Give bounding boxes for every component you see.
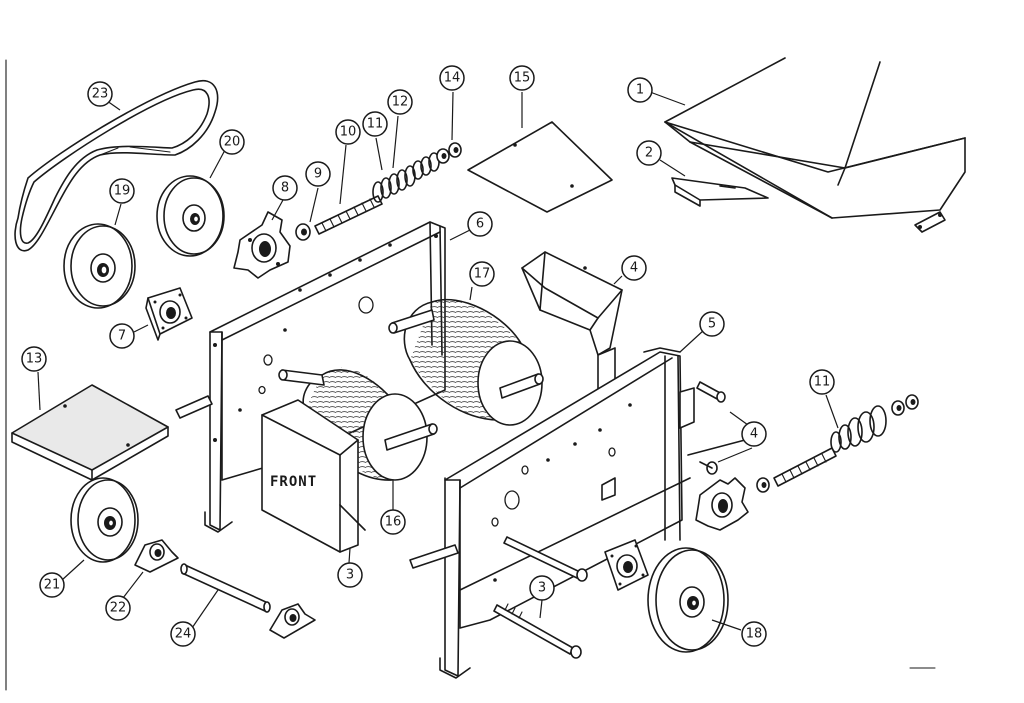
callout-14-label: 14 — [444, 71, 461, 86]
callout-3-bolt-label: 3 — [538, 581, 546, 596]
callout-12: 12 — [387, 89, 413, 115]
callout-9-label: 9 — [314, 167, 322, 182]
callout-20: 20 — [219, 129, 245, 155]
callout-15: 15 — [509, 65, 535, 91]
callout-19: 19 — [109, 178, 135, 204]
callout-6: 6 — [467, 211, 493, 237]
flange-bearing-lower — [604, 539, 649, 591]
shaft-part-24 — [180, 563, 316, 639]
bracket-part-2 — [671, 177, 769, 207]
drum-part-17 — [388, 298, 544, 426]
threaded-rod-part-10 — [314, 195, 383, 235]
callout-16-label: 16 — [385, 515, 402, 530]
callout-10: 10 — [335, 119, 361, 145]
callout-2: 2 — [636, 140, 662, 166]
callout-21: 21 — [39, 572, 65, 598]
nut-part-9 — [295, 223, 311, 241]
callout-12-label: 12 — [392, 95, 409, 110]
callout-1: 1 — [627, 77, 653, 103]
callout-3-front: 3 — [337, 562, 363, 588]
callout-11-lower-label: 11 — [814, 375, 831, 390]
callout-11-lower: 11 — [809, 369, 835, 395]
callout-13: 13 — [21, 346, 47, 372]
pulley-part-19 — [63, 223, 136, 309]
callout-17-label: 17 — [474, 267, 491, 282]
callout-21-label: 21 — [44, 578, 61, 593]
pulley-part-18 — [647, 547, 729, 653]
callout-11-upper: 11 — [362, 111, 388, 137]
callout-7-label: 7 — [118, 329, 126, 344]
callout-8-label: 8 — [281, 181, 289, 196]
callout-4-pin-label: 4 — [750, 427, 758, 442]
pin-part-4 — [696, 381, 726, 475]
cover-plate-part-13 — [11, 384, 169, 481]
nuts-part-14 — [436, 142, 462, 164]
callout-15-label: 15 — [514, 71, 531, 86]
spring-part-11-upper — [372, 165, 416, 203]
callout-2-label: 2 — [645, 146, 653, 161]
callout-13-label: 13 — [26, 352, 43, 367]
callout-14: 14 — [439, 65, 465, 91]
callout-3-bolt: 3 — [529, 575, 555, 601]
callout-18: 18 — [741, 621, 767, 647]
callout-5-label: 5 — [708, 317, 716, 332]
pulley-part-21 — [70, 477, 139, 563]
callout-5: 5 — [699, 311, 725, 337]
callout-9: 9 — [305, 161, 331, 187]
spring-part-12 — [412, 152, 440, 180]
callout-20-label: 20 — [224, 135, 241, 150]
spring-part-11-lower — [756, 394, 919, 493]
callout-16: 16 — [380, 509, 406, 535]
front-label: FRONT — [270, 474, 317, 490]
callout-3-front-label: 3 — [346, 568, 354, 583]
flange-bearing-part-7 — [145, 287, 193, 341]
cover-plate-part-15 — [467, 121, 613, 213]
callout-4-chute-label: 4 — [630, 261, 638, 276]
side-frame-part-5 — [409, 347, 746, 679]
callout-23: 23 — [87, 81, 113, 107]
pulley-part-20 — [156, 175, 225, 257]
callout-7: 7 — [109, 323, 135, 349]
bolt-part-3-upper — [503, 536, 588, 582]
leader-lines — [37, 91, 839, 631]
callout-18-label: 18 — [746, 627, 763, 642]
callout-17: 17 — [469, 261, 495, 287]
hopper-part-1 — [664, 57, 966, 233]
callout-23-label: 23 — [92, 87, 109, 102]
callout-8: 8 — [272, 175, 298, 201]
bearing-housing-lower — [695, 477, 749, 531]
callout-6-label: 6 — [476, 217, 484, 232]
callout-22-label: 22 — [110, 601, 127, 616]
bearing-part-8 — [233, 211, 291, 279]
callout-4-chute: 4 — [621, 255, 647, 281]
callout-1-label: 1 — [636, 83, 644, 98]
bolt-part-3-lower — [493, 603, 582, 659]
drum-part-16 — [278, 367, 438, 481]
front-cover-part-3: FRONT — [261, 399, 366, 553]
callout-24: 24 — [170, 621, 196, 647]
v-belt-part-23 — [14, 79, 219, 252]
callout-10-label: 10 — [340, 125, 357, 140]
callout-19-label: 19 — [114, 184, 131, 199]
callout-11-upper-label: 11 — [367, 117, 384, 132]
callout-4-pin: 4 — [741, 421, 767, 447]
pillow-block-part-22 — [134, 539, 179, 573]
callout-24-label: 24 — [175, 627, 192, 642]
callout-22: 22 — [105, 595, 131, 621]
